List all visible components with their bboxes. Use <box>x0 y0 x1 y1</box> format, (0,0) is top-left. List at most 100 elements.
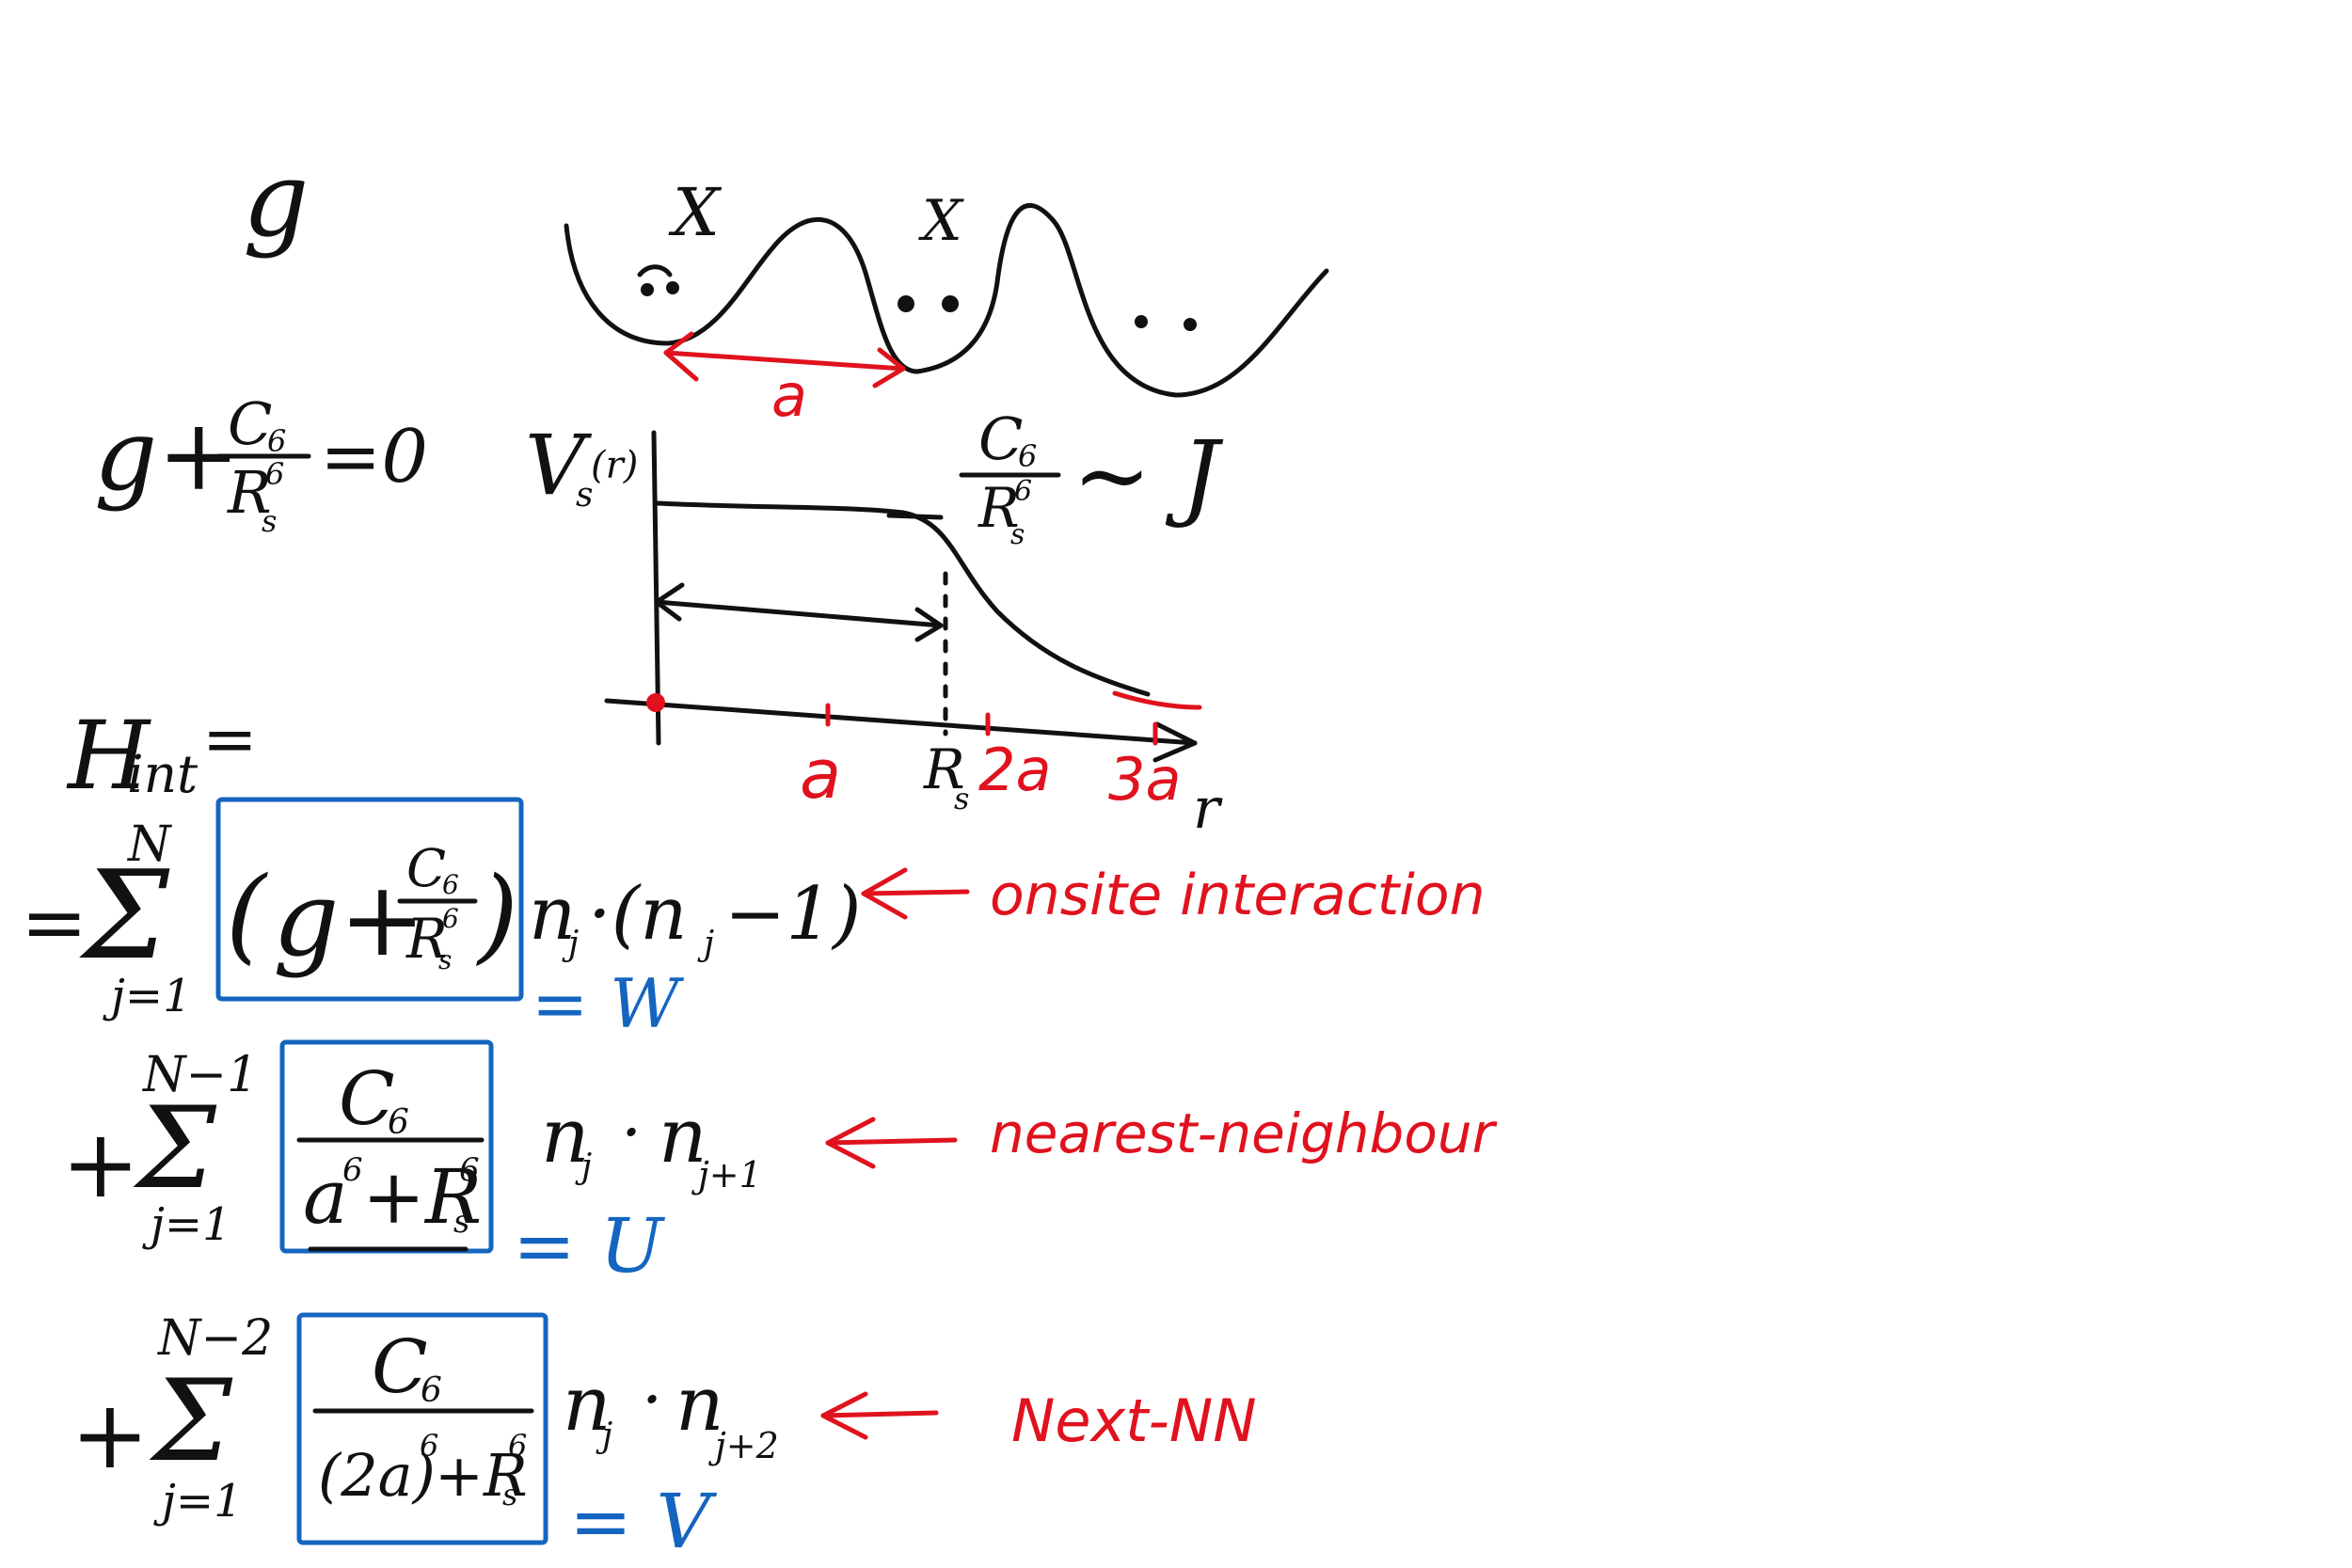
atom-pair-1 <box>637 264 679 296</box>
lattice-potential: X X a <box>564 174 1329 430</box>
svg-text:s: s <box>1010 518 1025 551</box>
resonance-condition: g+ C 6 R 6 s =0 <box>94 389 428 539</box>
svg-text:+: + <box>61 1109 140 1219</box>
arrow-nnn <box>820 1391 939 1440</box>
svg-text:6: 6 <box>459 1151 480 1189</box>
svg-text:n: n <box>675 1360 724 1448</box>
box-nnn-coefficient <box>296 1312 548 1545</box>
svg-text:6: 6 <box>265 456 284 492</box>
svg-text:=: = <box>202 701 258 778</box>
svg-text:=: = <box>21 877 87 970</box>
svg-text:n: n <box>659 1092 707 1180</box>
sum3-upper: N−2 <box>156 1310 273 1367</box>
svg-text:6: 6 <box>442 869 459 900</box>
annotation-nnn: Next-NN <box>1011 1386 1257 1455</box>
tick-3a: 3a <box>1108 745 1181 814</box>
svg-text:R: R <box>405 907 448 971</box>
label-V: = V <box>569 1478 717 1565</box>
spacing-arrow <box>663 331 906 388</box>
svg-text:6: 6 <box>421 1371 442 1410</box>
svg-text:(: ( <box>226 854 268 974</box>
svg-text:R: R <box>977 476 1020 540</box>
svg-text:s: s <box>954 781 969 816</box>
svg-text:n: n <box>541 1092 590 1180</box>
plot-xlabel: r <box>1193 776 1223 842</box>
resonance-Rs: R <box>227 458 272 527</box>
svg-text:(r): (r) <box>591 444 638 487</box>
plot-ylabel: V <box>525 417 593 514</box>
svg-text:6: 6 <box>508 1428 527 1464</box>
svg-text:g+: g+ <box>273 859 426 979</box>
annotation-onsite: onsite interaction <box>990 863 1486 928</box>
svg-text:6: 6 <box>342 1151 363 1189</box>
term-next-nearest-neighbour: + N−2 Σ j=1 C 6 (2a) 6 +R 6 s n j · n j+… <box>71 1310 1257 1565</box>
svg-text:6: 6 <box>267 423 286 459</box>
resonance-g-plus: g+ <box>94 398 240 513</box>
svg-text:+R: +R <box>362 1153 482 1241</box>
svg-text:a: a <box>303 1153 348 1241</box>
svg-text:6: 6 <box>388 1103 409 1142</box>
svg-text:6: 6 <box>1018 438 1037 474</box>
svg-text:C: C <box>406 838 446 898</box>
tick-a: a <box>800 735 841 814</box>
sum3-lower: j=1 <box>153 1475 243 1528</box>
svg-text:j+1: j+1 <box>691 1154 762 1196</box>
tick-2a: 2a <box>978 736 1051 804</box>
svg-text:s: s <box>453 1203 469 1241</box>
svg-text:j: j <box>697 925 714 963</box>
cross-mark-1: X <box>668 174 723 251</box>
top-g: g <box>243 139 309 260</box>
svg-text:·: · <box>642 1361 662 1438</box>
svg-text:C: C <box>339 1057 395 1142</box>
label-U: = U <box>513 1202 665 1290</box>
svg-text:s: s <box>438 944 452 975</box>
resonance-eq-zero: =0 <box>320 415 428 499</box>
annotation-nn: nearest-neighbour <box>990 1101 1498 1165</box>
arrow-nn <box>825 1117 958 1169</box>
sum1-lower: j=1 <box>103 970 192 1022</box>
svg-text:6: 6 <box>442 903 459 934</box>
label-W: = W <box>532 964 684 1043</box>
svg-text:·(n: ·(n <box>588 872 687 957</box>
cross-mark-2: X <box>918 188 964 254</box>
plot-x-axis <box>604 698 1198 746</box>
sum2-upper: N−1 <box>141 1047 258 1103</box>
svg-text:j+2: j+2 <box>708 1425 779 1466</box>
plot-y-axis <box>651 430 661 746</box>
svg-text:(2a): (2a) <box>318 1441 436 1510</box>
sum2-sigma: Σ <box>133 1084 217 1214</box>
svg-text:−1): −1) <box>724 872 861 957</box>
hamiltonian-title: H int = <box>66 701 258 811</box>
svg-text:+: + <box>71 1380 150 1490</box>
svg-text:C: C <box>978 404 1023 473</box>
box-onsite-coefficient <box>215 797 524 1002</box>
tick-Rs: R <box>923 737 965 801</box>
tilde-J: ~ J <box>1073 420 1224 531</box>
soft-core-plot: V s (r) a R s 2a 3a r <box>525 417 1223 842</box>
svg-text:): ) <box>476 854 518 974</box>
svg-text:s: s <box>502 1477 517 1513</box>
svg-text:6: 6 <box>420 1428 438 1464</box>
sum1-upper: N <box>126 816 172 873</box>
hint-H: H <box>66 701 151 811</box>
svg-text:s: s <box>576 476 593 515</box>
svg-text:n: n <box>563 1360 612 1448</box>
lattice-curve <box>564 202 1329 398</box>
svg-text:C: C <box>372 1325 428 1410</box>
arrow-onsite <box>861 867 970 920</box>
resonance-C6: C <box>228 389 272 458</box>
sum1-sigma: Σ <box>79 844 170 987</box>
svg-text:6: 6 <box>1014 475 1032 508</box>
svg-text:·: · <box>621 1094 642 1171</box>
term-nearest-neighbour: + N−1 Σ j=1 C 6 a 6 +R 6 s n j · n j+1 =… <box>61 1039 1498 1290</box>
atom-pair-3 <box>1135 315 1197 331</box>
potential-curve <box>654 500 1151 697</box>
spacing-label-a: a <box>771 361 807 430</box>
svg-text:n: n <box>529 872 576 957</box>
atom-pair-2 <box>898 295 959 312</box>
sum3-sigma: Σ <box>149 1356 233 1487</box>
svg-text:+R: +R <box>435 1441 528 1510</box>
hopping-scale: C 6 R 6 s ~ J <box>959 404 1224 551</box>
sum2-lower: j=1 <box>142 1198 231 1251</box>
